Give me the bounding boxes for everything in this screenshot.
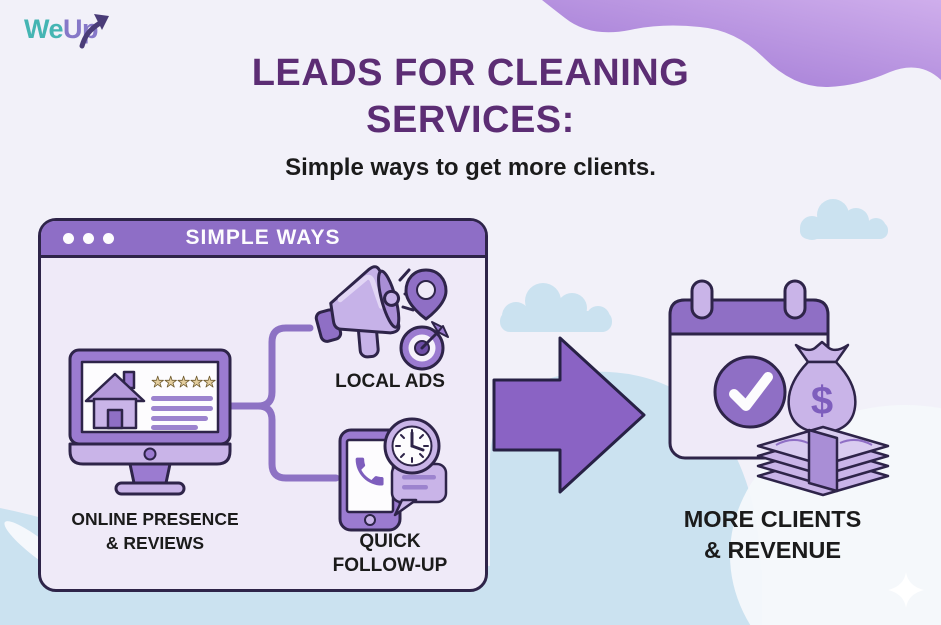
- window-dot: [63, 232, 74, 244]
- label-local-ads: LOCAL ADS: [335, 371, 445, 392]
- window-dot: [83, 232, 94, 244]
- cloud-icon: [500, 283, 612, 332]
- window-dot: [103, 232, 114, 244]
- calendar-icon: [668, 279, 830, 460]
- header: LEADS FOR CLEANING SERVICES: Simple ways…: [0, 50, 941, 182]
- title-line2: SERVICES:: [366, 99, 575, 141]
- cloud-icon: [800, 199, 888, 240]
- weup-arrow-icon: [79, 14, 109, 49]
- money-bag-icon: $: [787, 340, 857, 435]
- label-line: FOLLOW-UP: [332, 555, 448, 576]
- window-title-bar: SIMPLE WAYS: [41, 221, 485, 258]
- label-line: ONLINE PRESENCE: [71, 509, 239, 529]
- label-more-clients-revenue: MORE CLIENTS & REVENUE: [620, 504, 925, 566]
- blue-blob: [489, 371, 761, 625]
- window-title: SIMPLE WAYS: [185, 226, 341, 249]
- title-line1: LEADS FOR CLEANING: [251, 52, 690, 94]
- sparkle-icon: [888, 572, 924, 608]
- checkmark-icon: [713, 355, 787, 429]
- logo-we: We: [24, 14, 64, 44]
- right-arrow-icon: [492, 336, 646, 494]
- label-line: MORE CLIENTS: [683, 506, 862, 532]
- logo: WeUp: [24, 14, 109, 49]
- page-title: LEADS FOR CLEANING SERVICES:: [0, 50, 941, 144]
- label-line: & REVENUE: [703, 537, 842, 563]
- page-subtitle: Simple ways to get more clients.: [285, 154, 656, 181]
- label-online-presence: ONLINE PRESENCE & REVIEWS: [45, 507, 265, 555]
- window-dots: [63, 232, 114, 244]
- label-line: & REVIEWS: [105, 533, 205, 553]
- label-quick-follow-up: QUICK FOLLOW-UP: [310, 530, 470, 578]
- cash-stack-icon: [756, 425, 890, 497]
- label-line: QUICK: [359, 531, 421, 552]
- dollar-sign: $: [811, 379, 833, 423]
